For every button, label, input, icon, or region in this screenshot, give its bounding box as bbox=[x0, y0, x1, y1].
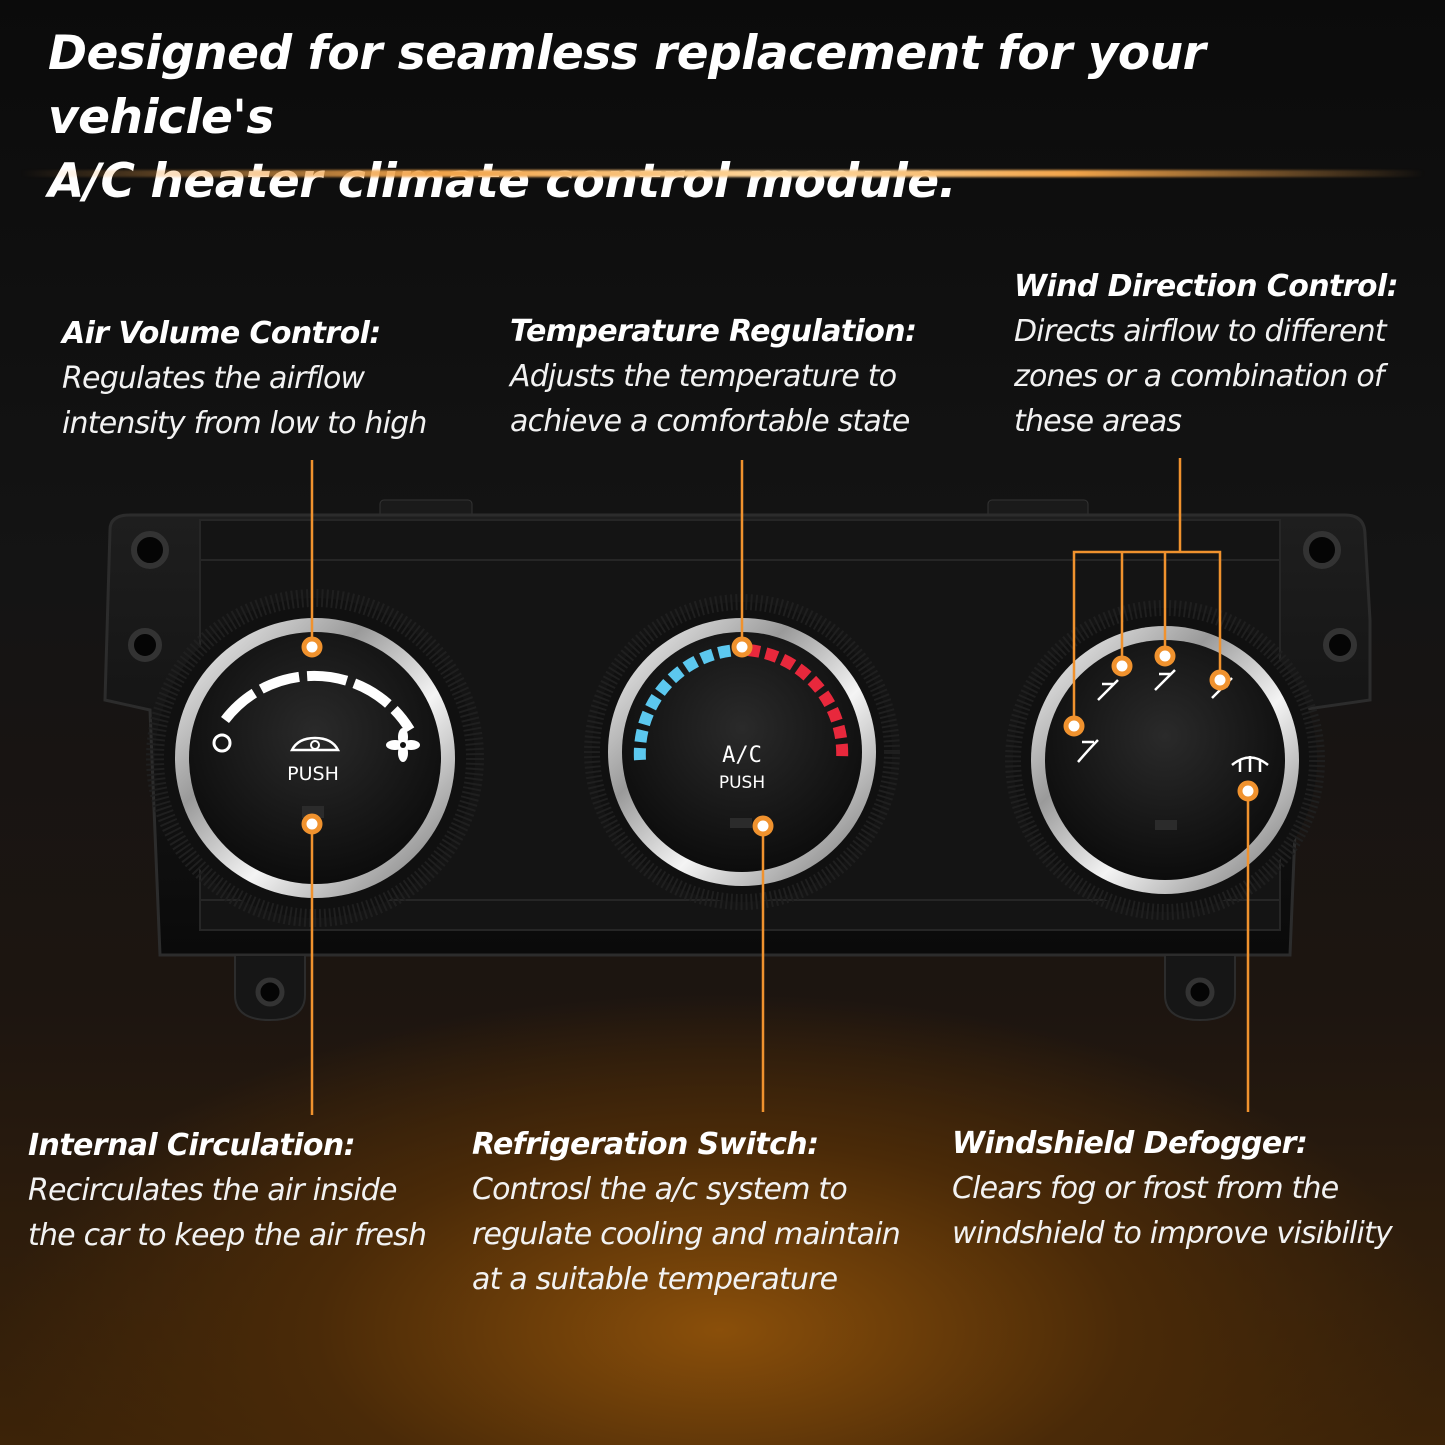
off-icon bbox=[212, 733, 232, 753]
temperature-title: Temperature Regulation: bbox=[510, 314, 917, 349]
ac-label: A/C bbox=[722, 743, 762, 768]
mode-knob[interactable] bbox=[1005, 600, 1325, 920]
hot-scale bbox=[747, 644, 849, 761]
defrost-icon bbox=[1231, 756, 1269, 772]
gold-divider bbox=[20, 170, 1425, 177]
fan-knob-push-label: PUSH bbox=[287, 763, 339, 785]
refrigeration-line-1: Controsl the a/c system to bbox=[472, 1172, 848, 1207]
refrigeration-line-3: at a suitable temperature bbox=[472, 1262, 838, 1297]
defogger-line-2: windshield to improve visibility bbox=[952, 1216, 1393, 1251]
internal-circulation-title: Internal Circulation: bbox=[28, 1128, 356, 1163]
wind-direction-line-3: these areas bbox=[1014, 404, 1182, 439]
headline-line-1: Designed for seamless replacement for yo… bbox=[48, 26, 1206, 145]
temperature-callout: Temperature Regulation: Adjusts the temp… bbox=[510, 310, 917, 444]
refrigeration-callout: Refrigeration Switch: Controsl the a/c s… bbox=[472, 1123, 901, 1302]
refrigeration-line-2: regulate cooling and maintain bbox=[472, 1217, 901, 1252]
internal-circulation-callout: Internal Circulation: Recirculates the a… bbox=[28, 1124, 427, 1258]
refrigeration-title: Refrigeration Switch: bbox=[472, 1127, 819, 1162]
headline: Designed for seamless replacement for yo… bbox=[48, 22, 1438, 214]
callout-leader-lines bbox=[310, 458, 1250, 1115]
panel-vent-icon bbox=[1077, 739, 1099, 763]
air-volume-line-2: intensity from low to high bbox=[62, 406, 427, 441]
air-volume-title: Air Volume Control: bbox=[62, 316, 381, 351]
internal-circulation-line-1: Recirculates the air inside bbox=[28, 1173, 397, 1208]
bi-level-vent-icon bbox=[1097, 679, 1119, 701]
wind-direction-line-2: zones or a combination of bbox=[1014, 359, 1384, 394]
floor-vent-icon bbox=[1154, 669, 1176, 691]
callout-dots bbox=[301, 636, 1259, 837]
mode-indicator-led bbox=[1155, 820, 1177, 830]
air-volume-line-1: Regulates the airflow bbox=[62, 361, 365, 396]
wind-direction-line-1: Directs airflow to different bbox=[1014, 314, 1387, 349]
defogger-line-1: Clears fog or frost from the bbox=[952, 1171, 1339, 1206]
ac-push-label: PUSH bbox=[719, 773, 765, 793]
temperature-line-1: Adjusts the temperature to bbox=[510, 359, 897, 394]
cold-scale bbox=[633, 644, 739, 761]
fan-speed-knob[interactable]: PUSH bbox=[146, 589, 484, 927]
headline-line-2: A/C heater climate control module. bbox=[48, 154, 957, 209]
recirculation-icon bbox=[289, 736, 341, 752]
fan-icon bbox=[386, 728, 420, 762]
defogger-title: Windshield Defogger: bbox=[952, 1126, 1308, 1161]
temperature-line-2: achieve a comfortable state bbox=[510, 404, 910, 439]
internal-circulation-line-2: the car to keep the air fresh bbox=[28, 1218, 427, 1253]
defogger-callout: Windshield Defogger: Clears fog or frost… bbox=[952, 1122, 1393, 1256]
air-volume-callout: Air Volume Control: Regulates the airflo… bbox=[62, 312, 427, 446]
wind-direction-callout: Wind Direction Control: Directs airflow … bbox=[1014, 265, 1399, 444]
ac-indicator-led bbox=[730, 818, 752, 828]
wind-direction-title: Wind Direction Control: bbox=[1014, 269, 1399, 304]
